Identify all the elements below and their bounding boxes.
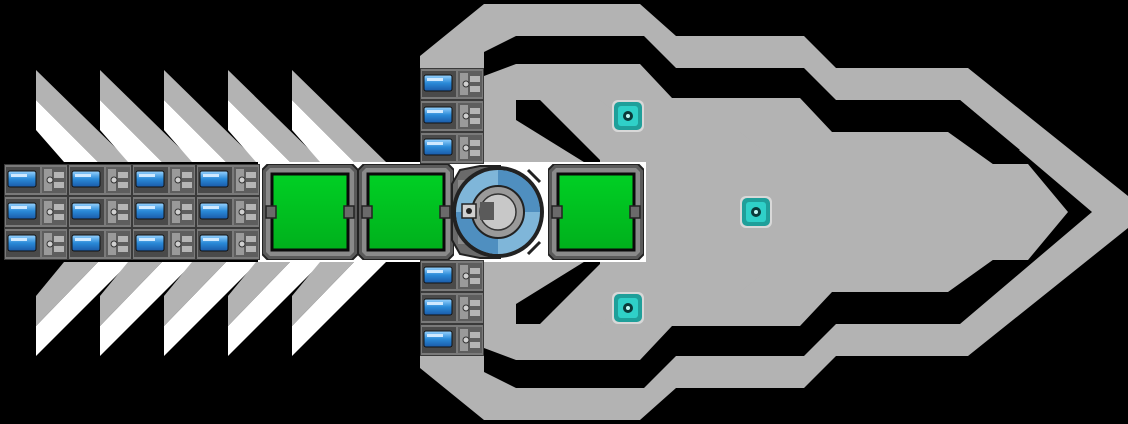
battery-cell-icon: [196, 228, 260, 260]
battery-bank-rear: [4, 164, 260, 260]
battery-bank-bottom: [420, 260, 484, 356]
battery-cell-icon: [420, 324, 484, 356]
battery-cell-icon: [4, 196, 68, 228]
battery-cell-icon: [68, 164, 132, 196]
battery-cell-icon: [68, 228, 132, 260]
battery-cell-icon: [68, 196, 132, 228]
green-room-1[interactable]: [262, 164, 358, 260]
battery-cell-icon: [420, 100, 484, 132]
central-turret[interactable]: [451, 165, 544, 259]
battery-cell-icon: [420, 132, 484, 164]
battery-cell-icon: [132, 228, 196, 260]
beacon-bottom[interactable]: [612, 292, 644, 324]
beacon-middle[interactable]: [740, 196, 772, 228]
beacon-top[interactable]: [612, 100, 644, 132]
battery-cell-icon: [132, 164, 196, 196]
thruster-exhaust: [36, 70, 386, 356]
battery-cell-icon: [196, 164, 260, 196]
battery-cell-icon: [132, 196, 196, 228]
battery-cell-icon: [196, 196, 260, 228]
green-room-3[interactable]: [548, 164, 644, 260]
battery-cell-icon: [420, 68, 484, 100]
battery-cell-icon: [4, 228, 68, 260]
battery-cell-icon: [4, 164, 68, 196]
lower-chevrons: [36, 262, 386, 356]
battery-cell-icon: [420, 260, 484, 292]
green-room-2[interactable]: [358, 164, 454, 260]
battery-cell-icon: [420, 292, 484, 324]
hull: [420, 4, 1128, 420]
battery-bank-top: [420, 68, 484, 164]
upper-chevrons: [36, 70, 386, 162]
